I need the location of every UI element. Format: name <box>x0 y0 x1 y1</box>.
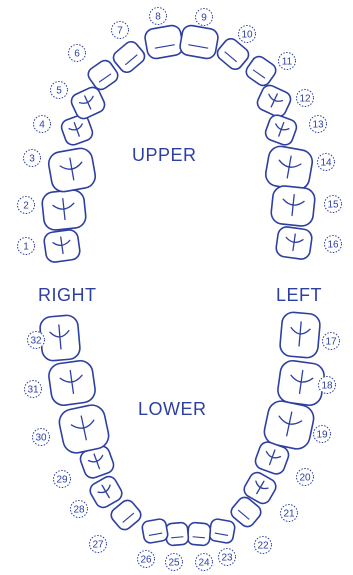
tooth-number-13: 13 <box>310 116 327 133</box>
tooth-5[interactable] <box>69 85 107 121</box>
tooth-number-text: 5 <box>56 86 62 97</box>
tooth-number-text: 29 <box>56 475 68 486</box>
tooth-number-text: 24 <box>198 558 210 569</box>
lower-arch-label: LOWER <box>138 399 207 420</box>
tooth-number-text: 19 <box>316 430 328 441</box>
tooth-number-text: 8 <box>155 12 161 23</box>
tooth-number-1: 1 <box>18 238 35 255</box>
tooth-number-19: 19 <box>314 426 331 443</box>
tooth-number-26: 26 <box>138 551 155 568</box>
tooth-number-text: 17 <box>325 337 337 348</box>
tooth-outline <box>243 54 278 89</box>
tooth-number-30: 30 <box>33 429 50 446</box>
tooth-number-2: 2 <box>18 197 35 214</box>
left-side-label: LEFT <box>276 285 322 306</box>
tooth-number-text: 4 <box>39 120 45 131</box>
tooth-number-15: 15 <box>325 196 342 213</box>
tooth-26[interactable] <box>141 518 168 544</box>
tooth-number-25: 25 <box>166 554 183 571</box>
tooth-8[interactable] <box>144 24 185 60</box>
tooth-number-7: 7 <box>112 22 129 39</box>
tooth-number-text: 13 <box>312 120 324 131</box>
tooth-number-32: 32 <box>28 332 45 349</box>
upper-arch-label: UPPER <box>132 145 197 166</box>
tooth-number-24: 24 <box>196 554 213 571</box>
tooth-number-text: 11 <box>282 57 293 68</box>
tooth-number-text: 16 <box>327 240 339 251</box>
tooth-number-text: 27 <box>92 540 104 551</box>
tooth-outline <box>179 24 220 60</box>
tooth-number-21: 21 <box>281 505 298 522</box>
tooth-11[interactable] <box>243 54 278 89</box>
tooth-number-6: 6 <box>69 45 86 62</box>
tooth-15[interactable] <box>270 185 316 227</box>
tooth-9[interactable] <box>179 24 220 60</box>
tooth-number-text: 9 <box>201 13 207 24</box>
tooth-32[interactable] <box>39 314 81 361</box>
tooth-number-23: 23 <box>219 549 236 566</box>
tooth-12[interactable] <box>255 83 293 119</box>
tooth-number-16: 16 <box>325 236 342 253</box>
tooth-13[interactable] <box>263 113 298 147</box>
tooth-number-text: 26 <box>140 555 152 566</box>
tooth-number-27: 27 <box>90 536 107 553</box>
tooth-24[interactable] <box>187 522 211 546</box>
tooth-number-text: 6 <box>74 49 80 60</box>
tooth-number-text: 25 <box>168 558 180 569</box>
tooth-number-9: 9 <box>196 9 213 26</box>
tooth-number-text: 21 <box>283 509 295 520</box>
tooth-number-text: 12 <box>299 94 311 105</box>
tooth-1[interactable] <box>43 229 81 263</box>
tooth-number-4: 4 <box>34 116 51 133</box>
tooth-number-text: 3 <box>29 154 35 165</box>
tooth-number-17: 17 <box>323 333 340 350</box>
tooth-4[interactable] <box>59 113 94 147</box>
tooth-number-31: 31 <box>25 381 42 398</box>
tooth-number-10: 10 <box>239 26 256 43</box>
tooth-number-28: 28 <box>71 501 88 518</box>
tooth-number-5: 5 <box>51 82 68 99</box>
tooth-number-text: 10 <box>241 30 253 41</box>
tooth-number-text: 1 <box>23 242 29 253</box>
tooth-16[interactable] <box>275 226 313 260</box>
tooth-number-text: 15 <box>327 200 339 211</box>
tooth-number-29: 29 <box>54 471 71 488</box>
tooth-23[interactable] <box>208 518 235 544</box>
tooth-3[interactable] <box>47 146 97 193</box>
tooth-31[interactable] <box>47 359 96 407</box>
tooth-2[interactable] <box>41 189 87 231</box>
tooth-number-text: 32 <box>30 336 42 347</box>
tooth-number-text: 2 <box>23 201 29 212</box>
tooth-outline <box>208 518 235 544</box>
tooth-number-text: 7 <box>117 26 123 37</box>
tooth-number-8: 8 <box>150 8 167 25</box>
tooth-number-3: 3 <box>24 150 41 167</box>
tooth-number-text: 31 <box>27 385 39 396</box>
tooth-number-11: 11 <box>279 53 296 70</box>
right-side-label: RIGHT <box>38 285 97 306</box>
tooth-number-22: 22 <box>255 537 272 554</box>
tooth-outline <box>165 522 189 546</box>
tooth-number-text: 30 <box>35 433 47 444</box>
tooth-number-text: 18 <box>321 381 333 392</box>
tooth-number-text: 28 <box>73 505 85 516</box>
tooth-25[interactable] <box>165 522 189 546</box>
tooth-outline <box>187 522 211 546</box>
tooth-number-20: 20 <box>297 469 314 486</box>
tooth-14[interactable] <box>264 144 314 191</box>
tooth-number-14: 14 <box>318 154 335 171</box>
tooth-number-12: 12 <box>297 90 314 107</box>
tooth-number-18: 18 <box>319 377 336 394</box>
tooth-number-text: 14 <box>320 158 332 169</box>
tooth-outline <box>144 24 185 60</box>
tooth-30[interactable] <box>57 403 111 456</box>
tooth-number-text: 22 <box>257 541 269 552</box>
tooth-17[interactable] <box>279 311 321 358</box>
tooth-number-text: 23 <box>221 553 233 564</box>
tooth-number-text: 20 <box>299 473 311 484</box>
tooth-outline <box>141 518 168 544</box>
